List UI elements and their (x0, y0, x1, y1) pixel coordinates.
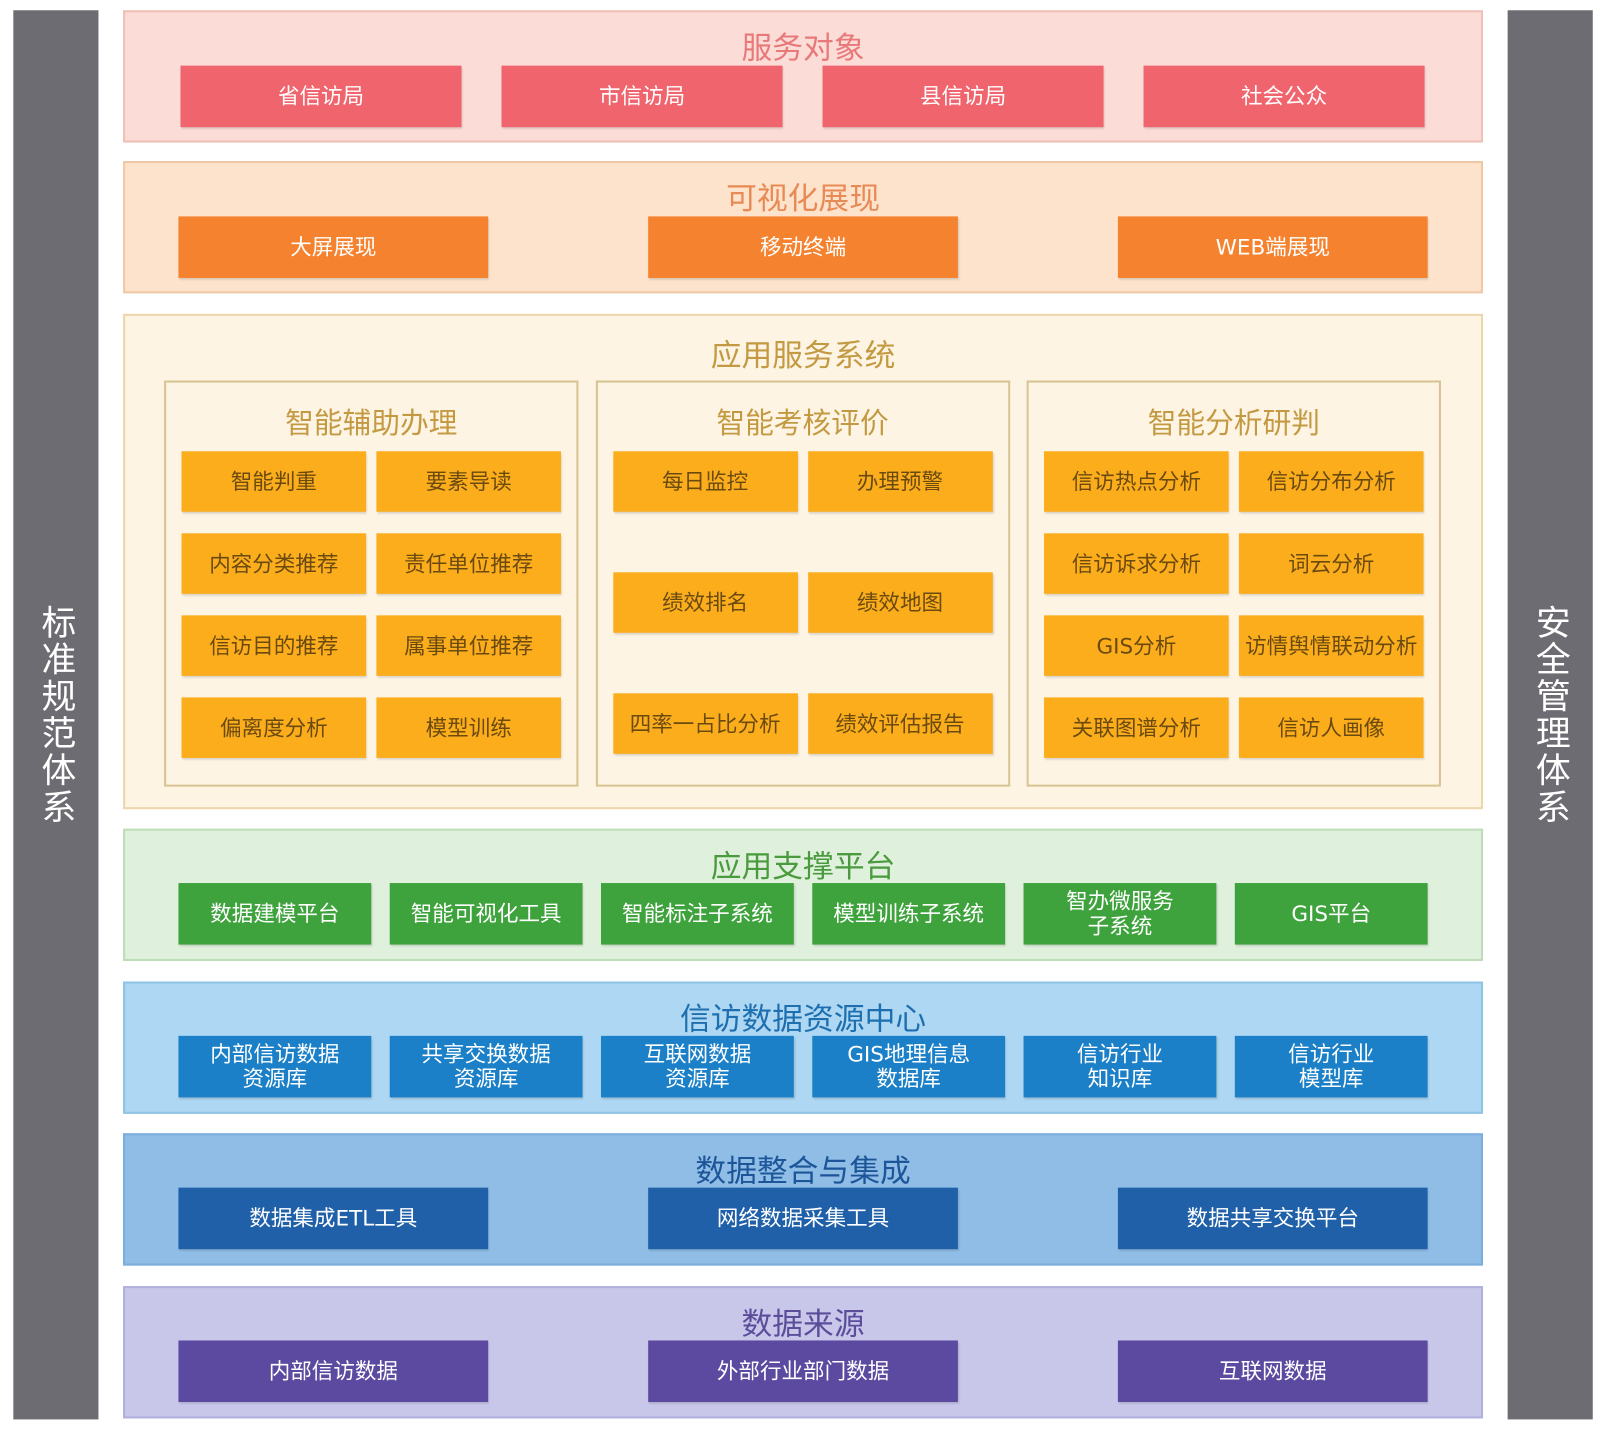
component-box: 网络数据采集工具 (648, 1187, 958, 1250)
layer-title: 应用支撑平台 (710, 849, 896, 886)
standards-system-bar: 标准规范体系 (13, 10, 99, 1420)
layer-title: 应用服务系统 (710, 338, 896, 375)
standards-system-label: 标准规范体系 (34, 604, 76, 826)
function-box: 责任单位推荐 (376, 533, 562, 594)
layer-title: 服务对象 (741, 30, 865, 67)
security-management-label: 安全管理体系 (1529, 604, 1571, 826)
security-management-bar: 安全管理体系 (1507, 10, 1593, 1420)
panel-title: 智能考核评价 (716, 406, 889, 440)
layer-data-sources: 数据来源 内部信访数据 外部行业部门数据 互联网数据 (123, 1286, 1484, 1419)
layer-support-platform: 应用支撑平台 数据建模平台智能可视化工具智能标注子系统模型训练子系统智办微服务 … (123, 828, 1484, 961)
function-box: 属事单位推荐 (376, 615, 562, 676)
component-box: 数据集成ETL工具 (178, 1187, 489, 1250)
function-box: 信访热点分析 (1044, 451, 1229, 512)
component-box: 互联网数据 (1117, 1340, 1428, 1402)
panel-title: 智能分析研判 (1147, 406, 1320, 440)
function-box: 信访人画像 (1238, 697, 1424, 758)
panel-smart-assist: 智能辅助办理智能判重要素导读内容分类推荐责任单位推荐信访目的推荐属事单位推荐偏离… (164, 380, 579, 787)
component-box: GIS地理信息 数据库 (812, 1035, 1006, 1098)
function-box: 关联图谱分析 (1044, 697, 1229, 758)
component-box: 省信访局 (180, 65, 462, 128)
layer-application-services: 应用服务系统 智能辅助办理智能判重要素导读内容分类推荐责任单位推荐信访目的推荐属… (123, 313, 1484, 810)
function-box: 办理预警 (807, 451, 993, 512)
component-box: GIS平台 (1234, 883, 1428, 945)
function-box: 内容分类推荐 (181, 533, 367, 594)
component-box: 信访行业 知识库 (1023, 1035, 1217, 1098)
component-box: 模型训练子系统 (812, 883, 1006, 945)
layer-data-integration: 数据整合与集成 数据集成ETL工具 网络数据采集工具 数据共享交换平台 (123, 1133, 1484, 1266)
component-box: 智能标注子系统 (601, 883, 794, 945)
layer-service-targets: 服务对象 省信访局市信访局县信访局社会公众 (123, 10, 1484, 143)
component-box: 县信访局 (822, 65, 1104, 128)
function-box: 模型训练 (376, 697, 562, 758)
panel-title: 智能辅助办理 (285, 406, 458, 440)
function-box: 绩效评估报告 (807, 693, 993, 754)
component-box: 信访行业 模型库 (1234, 1035, 1428, 1098)
function-box: 访情舆情联动分析 (1238, 615, 1424, 676)
component-box: 数据建模平台 (178, 883, 372, 945)
function-box: 词云分析 (1238, 533, 1424, 594)
layer-data-resource-center: 信访数据资源中心 内部信访数据 资源库共享交换数据 资源库互联网数据 资源库 GI… (123, 981, 1484, 1114)
component-box: 智能可视化工具 (389, 883, 583, 945)
function-box: 绩效地图 (807, 572, 993, 633)
component-box: 智办微服务 子系统 (1023, 883, 1217, 945)
function-box: 信访分布分析 (1238, 451, 1424, 512)
component-box: 大屏展现 (178, 216, 489, 278)
component-box: 移动终端 (648, 216, 958, 278)
component-box: 外部行业部门数据 (648, 1340, 958, 1402)
panel-smart-evaluation: 智能考核评价每日监控办理预警绩效排名绩效地图四率一占比分析绩效评估报告 (595, 380, 1010, 787)
function-box: 每日监控 (612, 451, 798, 512)
function-box: 智能判重 (181, 451, 367, 512)
layer-title: 可视化展现 (726, 181, 880, 218)
function-box: 偏离度分析 (181, 697, 367, 758)
component-box: 内部信访数据 (178, 1340, 489, 1402)
component-box: 共享交换数据 资源库 (389, 1035, 583, 1098)
component-box: 数据共享交换平台 (1117, 1187, 1428, 1250)
component-box: 互联网数据 资源库 (601, 1035, 794, 1098)
function-box: 绩效排名 (612, 572, 798, 633)
layer-visualization: 可视化展现 大屏展现 移动终端 WEB端展现 (123, 161, 1484, 294)
layer-title: 数据整合与集成 (695, 1153, 911, 1190)
function-box: GIS分析 (1044, 615, 1229, 676)
component-box: 内部信访数据 资源库 (178, 1035, 372, 1098)
function-box: 信访目的推荐 (181, 615, 367, 676)
layer-title: 数据来源 (741, 1306, 865, 1343)
component-box: WEB端展现 (1117, 216, 1428, 278)
component-box: 社会公众 (1143, 65, 1425, 128)
function-box: 要素导读 (376, 451, 562, 512)
function-box: 信访诉求分析 (1044, 533, 1229, 594)
function-box: 四率一占比分析 (612, 693, 798, 754)
component-box: 市信访局 (501, 65, 783, 128)
layer-title: 信访数据资源中心 (679, 1002, 927, 1038)
